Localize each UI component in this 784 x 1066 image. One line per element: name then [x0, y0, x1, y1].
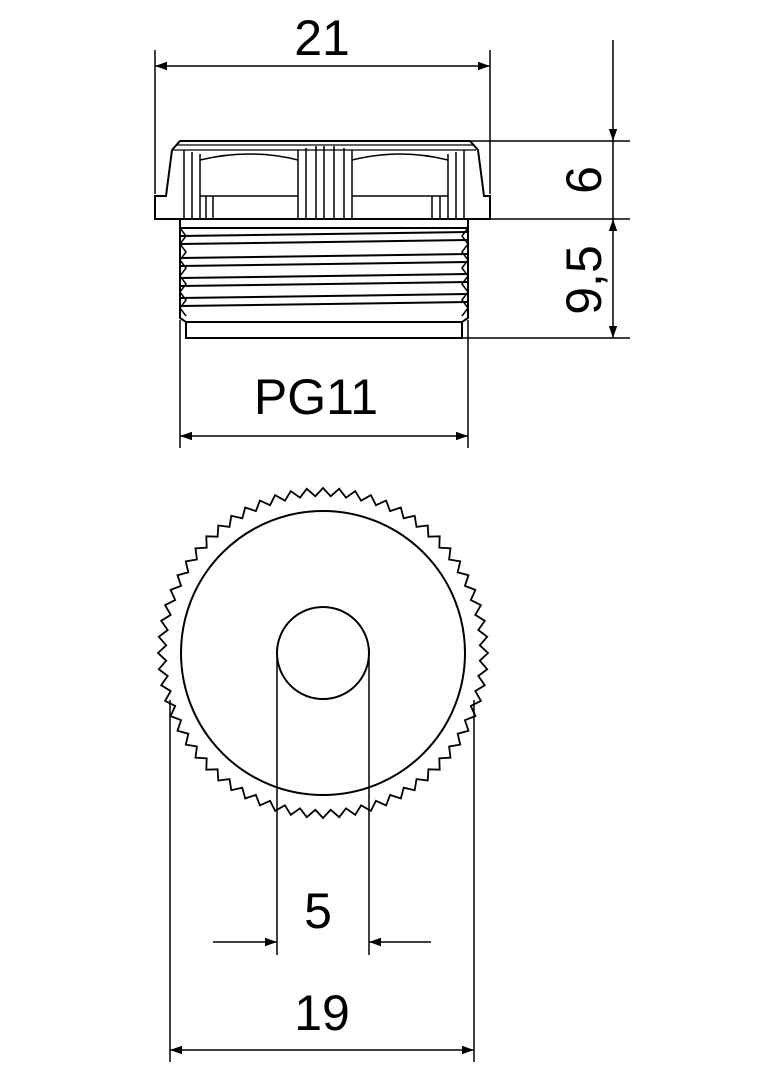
dim-hole [213, 650, 431, 955]
head-outline [154, 140, 491, 220]
dim-thread-size [179, 320, 469, 448]
center-hole [276, 606, 370, 700]
thread-lines [179, 231, 469, 323]
label-hole-diameter: 5 [304, 883, 332, 939]
dim-vertical [462, 40, 630, 339]
label-total-width: 21 [294, 10, 350, 66]
label-thread-length: 9,5 [556, 245, 612, 315]
label-thread-size: PG11 [254, 369, 378, 425]
thread-crest-right [461, 227, 469, 317]
head-top-serration [172, 144, 476, 151]
thread-body-outline [179, 219, 469, 339]
head-cavity-right [351, 153, 449, 197]
head-knurl-lines [183, 146, 465, 219]
thread-crest-left [179, 227, 187, 317]
head-cavity-left [199, 153, 299, 197]
knurled-rim [156, 486, 490, 820]
dim-head-diameter [169, 700, 475, 1062]
label-head-diameter: 19 [294, 985, 350, 1041]
top-view [156, 486, 490, 820]
label-head-height: 6 [556, 166, 612, 194]
side-view [154, 140, 491, 339]
head-inner-circle [180, 510, 466, 796]
dim-total-width [154, 50, 491, 194]
